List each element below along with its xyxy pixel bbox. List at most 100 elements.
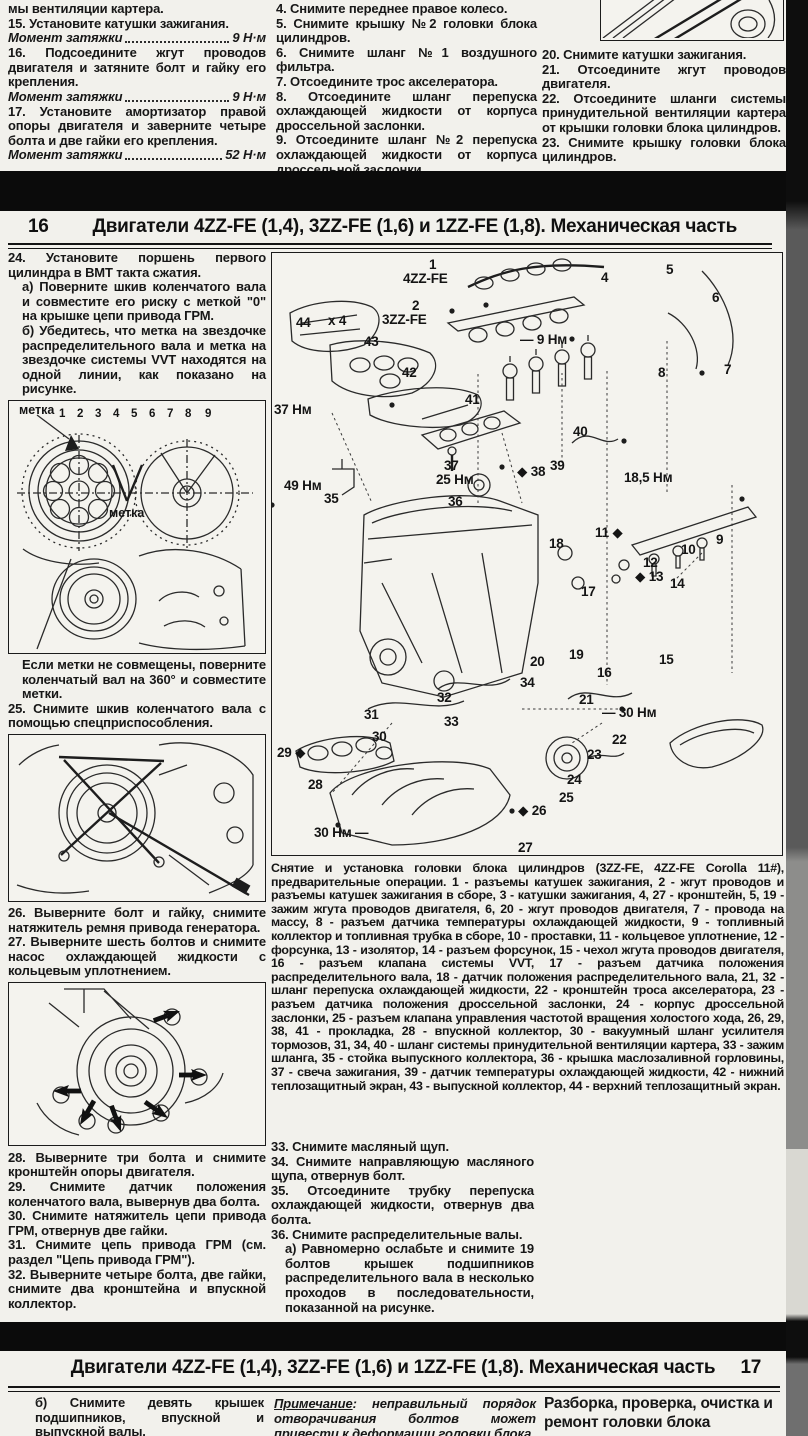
left-column: 24. Установите поршень первого цилиндра … xyxy=(8,250,266,1311)
bottom-note: Примечание: неправильный порядок отворач… xyxy=(274,1396,536,1436)
part-callout: ◆ 26 xyxy=(518,803,547,818)
torque-value: 9 Н·м xyxy=(232,88,266,104)
part-callout: 10 xyxy=(681,542,696,557)
step-16: 16. Подсоедините жгут проводов двигателя… xyxy=(8,44,266,90)
text-line: 7. Отсоедините трос акселератора. xyxy=(276,73,498,89)
chain-link-number: 8 xyxy=(185,407,192,420)
page-title: Двигатели 4ZZ-FE (1,4), 3ZZ-FE (1,6) и 1… xyxy=(92,216,738,237)
part-callout: 44 xyxy=(296,315,311,330)
step-31: 31. Снимите цепь привода ГРМ (см. раздел… xyxy=(8,1237,266,1268)
bottom-column-left: б) Снимите девять крышек подшипников, вп… xyxy=(8,1395,264,1436)
next-section-title: Разборка, проверка, очистка и ремонт гол… xyxy=(544,1395,773,1436)
mark-label-top: метка xyxy=(19,402,55,417)
step-25: 25. Снимите шкив коленчатого вала с помо… xyxy=(8,700,266,731)
part-callout: 28 xyxy=(308,777,323,792)
continuation-text: мы вентиляции картера. xyxy=(8,1,164,16)
part-callout: 33 xyxy=(444,714,459,729)
note-label: Примечание xyxy=(274,1396,353,1411)
step-17: 17. Установите амортизатор правой опоры … xyxy=(8,103,266,148)
part-callout: 5 xyxy=(666,262,674,277)
text-line: 23. Снимите крышку головки блока цилиндр… xyxy=(542,134,786,165)
part-callout: 6 xyxy=(712,290,720,305)
top-column-right: 20. Снимите катушки зажигания. 21. Отсое… xyxy=(542,47,786,165)
part-callout: 25 Нм xyxy=(436,472,474,487)
part-callout: 23 xyxy=(587,747,602,762)
part-callout: 16 xyxy=(597,665,612,680)
part-callout: 37 xyxy=(444,458,459,473)
torque-label: Момент затяжки xyxy=(8,30,123,46)
part-callout: 19 xyxy=(569,647,584,662)
torque-value: 52 Н·м xyxy=(225,147,266,163)
chain-link-number: 6 xyxy=(149,407,156,420)
exploded-engine-art xyxy=(272,258,764,846)
page-header-17: Двигатели 4ZZ-FE (1,4), 3ZZ-FE (1,6) и 1… xyxy=(0,1357,786,1379)
figure-fragment-art xyxy=(602,0,776,40)
part-callout: 12 xyxy=(643,555,658,570)
text-line: 22. Отсоедините шланги системы принудите… xyxy=(542,90,786,135)
dotted-leader xyxy=(125,158,223,161)
part-callout: 24 xyxy=(567,772,582,787)
step-24: 24. Установите поршень первого цилиндра … xyxy=(8,250,266,280)
figure-water-pump xyxy=(8,981,266,1146)
chain-link-number: 7 xyxy=(167,407,174,420)
footer-rule xyxy=(8,1386,780,1392)
step-27: 27. Выверните шесть болтов и снимите нас… xyxy=(8,934,266,979)
part-callout: 3ZZ-FE xyxy=(382,312,427,327)
part-callout: — 30 Нм xyxy=(602,705,657,720)
note-marks: Если метки не совмещены, поверните колен… xyxy=(22,656,266,702)
top-column-left: мы вентиляции картера. 15. Установите ка… xyxy=(8,1,266,163)
part-callout: 32 xyxy=(437,690,452,705)
part-callout: 4ZZ-FE xyxy=(403,271,448,286)
part-callout: 27 xyxy=(518,840,533,855)
part-callout: 42 xyxy=(402,365,417,380)
step-15: 15. Установите катушки зажигания. xyxy=(8,15,229,31)
part-callout: 25 xyxy=(559,790,574,805)
mark-label-mid: метка xyxy=(109,505,145,520)
part-callout: 37 Нм xyxy=(274,402,312,417)
part-callout: x 4 xyxy=(328,313,347,328)
part-callout: 1 xyxy=(429,257,437,272)
part-callout: 30 xyxy=(372,729,387,744)
text-line: 5. Снимите крышку №2 головки блока цилин… xyxy=(276,15,537,46)
figure-cylinder-head-exploded: 1 4ZZ-FE 2 3ZZ-FE 44 x 4 43 — 9 Нм 42 37… xyxy=(271,252,783,856)
chain-link-number: 5 xyxy=(131,407,138,420)
page-number: 17 xyxy=(740,1357,761,1378)
part-callout: 36 xyxy=(448,494,463,509)
text-line: 21. Отсоедините жгут проводов двигателя. xyxy=(542,61,786,92)
part-callout: 31 xyxy=(364,707,379,722)
text-line: 4. Снимите переднее правое колесо. xyxy=(276,1,508,16)
dotted-leader xyxy=(125,99,230,102)
part-callout: 2 xyxy=(412,298,420,313)
torque-label: Момент затяжки xyxy=(8,88,123,104)
figure-timing-marks: метка метка 1 2 3 4 5 6 7 8 9 xyxy=(8,399,266,654)
part-callout: ◆ 13 xyxy=(635,569,664,584)
part-callout: 21 xyxy=(579,692,594,707)
step-33: 33. Снимите масляный щуп. xyxy=(271,1139,449,1154)
part-callout: 7 xyxy=(724,362,732,377)
part-callout: 34 xyxy=(520,675,535,690)
step-36a: а) Равномерно ослабьте и снимите 19 болт… xyxy=(285,1241,534,1315)
step-36b: б) Снимите девять крышек подшипников, вп… xyxy=(35,1395,264,1436)
figure-caption: Снятие и установка головки блока цилиндр… xyxy=(271,861,784,1093)
chain-link-number: 4 xyxy=(113,407,120,420)
figure-crank-pulley-puller xyxy=(8,733,266,902)
part-callout: 22 xyxy=(612,732,627,747)
step-36: 36. Снимите распределительные валы. xyxy=(271,1226,523,1242)
step-32: 32. Выверните четыре болта, две гайки, с… xyxy=(8,1266,266,1311)
part-callout: ◆ 38 xyxy=(517,464,546,479)
text-line: 8. Отсоедините шланг перепуска охлаждающ… xyxy=(276,88,537,133)
part-callout: — 9 Нм xyxy=(520,332,568,347)
torque-spec-17: Момент затяжки 52 Н·м xyxy=(8,148,266,163)
page-header-16: 16 Двигатели 4ZZ-FE (1,4), 3ZZ-FE (1,6) … xyxy=(28,216,784,238)
section-separator-bar xyxy=(0,171,808,211)
part-callout: 43 xyxy=(364,334,379,349)
header-rule xyxy=(8,243,772,249)
chain-link-number: 9 xyxy=(205,407,212,420)
part-callout: 41 xyxy=(465,392,480,407)
part-callout: 14 xyxy=(670,576,685,591)
torque-label: Момент затяжки xyxy=(8,147,123,163)
section-separator-bar-bottom xyxy=(0,1322,808,1351)
chain-link-number: 1 xyxy=(59,407,66,420)
part-callout: 17 xyxy=(581,584,596,599)
